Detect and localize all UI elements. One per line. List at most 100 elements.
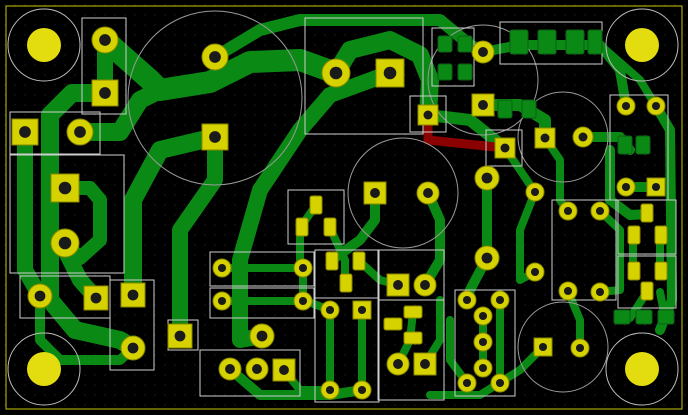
pad <box>533 337 553 357</box>
smd-pad <box>654 261 668 281</box>
smd-pad <box>635 309 653 325</box>
pad <box>320 380 340 400</box>
pad <box>413 273 437 297</box>
pad <box>293 258 313 278</box>
pad <box>525 182 545 202</box>
pad <box>474 165 500 191</box>
pad <box>352 300 372 320</box>
pad <box>120 282 146 308</box>
smd-pads <box>295 29 675 345</box>
smd-pad <box>640 203 654 223</box>
smd-pad <box>309 195 323 215</box>
smd-pad <box>565 29 585 55</box>
smd-pad <box>635 135 651 155</box>
pad <box>590 201 610 221</box>
pad <box>212 258 232 278</box>
pad <box>386 273 410 297</box>
pad <box>473 332 493 352</box>
pad <box>272 358 296 382</box>
smd-pad <box>457 63 473 81</box>
pad <box>646 96 666 116</box>
pad <box>201 123 229 151</box>
pad <box>525 262 545 282</box>
pad <box>91 26 119 54</box>
pad <box>471 93 495 117</box>
pad <box>386 352 410 376</box>
smd-pad <box>537 29 557 55</box>
pad <box>66 118 94 146</box>
pad <box>352 380 372 400</box>
mounting-holes <box>27 28 659 386</box>
smd-pad <box>457 35 473 53</box>
pad <box>570 338 590 358</box>
through-hole-pads <box>11 26 666 400</box>
pad <box>473 306 493 326</box>
pad <box>413 352 437 376</box>
pad <box>558 281 578 301</box>
pad <box>320 300 340 320</box>
pad <box>457 373 477 393</box>
smd-pad <box>295 217 309 237</box>
smd-pad <box>509 29 529 55</box>
pad <box>490 290 510 310</box>
smd-pad <box>325 251 339 271</box>
smd-pad <box>640 281 654 301</box>
pad <box>27 283 53 309</box>
pad <box>616 177 636 197</box>
pad <box>572 126 594 148</box>
pad <box>490 373 510 393</box>
pad <box>50 228 80 258</box>
smd-pad <box>437 63 453 81</box>
pad <box>321 58 351 88</box>
smd-pad <box>383 317 403 331</box>
pad <box>218 357 242 381</box>
pad <box>474 245 500 271</box>
smd-pad <box>521 99 537 119</box>
pad <box>471 40 495 64</box>
pad <box>212 291 232 311</box>
pad <box>494 137 516 159</box>
pad <box>473 358 493 378</box>
pad <box>245 357 269 381</box>
pad <box>417 104 439 126</box>
pad <box>375 58 405 88</box>
smd-pad <box>497 99 513 119</box>
pad <box>416 181 440 205</box>
smd-pad <box>339 273 353 293</box>
smd-pad <box>657 309 675 325</box>
mounting-hole-top-left <box>27 28 61 62</box>
pad <box>120 335 146 361</box>
smd-pad <box>352 251 366 271</box>
smd-pad <box>323 217 337 237</box>
pad <box>167 323 193 349</box>
smd-pad <box>617 135 633 155</box>
pad <box>590 282 610 302</box>
pad <box>201 43 229 71</box>
smd-pad <box>627 261 641 281</box>
pad <box>249 323 275 349</box>
smd-pad <box>613 309 631 325</box>
pad <box>50 173 80 203</box>
pad <box>363 181 387 205</box>
mounting-hole-top-right <box>625 28 659 62</box>
pad <box>83 285 109 311</box>
pad <box>534 127 556 149</box>
pad <box>616 96 636 116</box>
board-edge-outline <box>5 5 683 410</box>
mounting-hole-bottom-right <box>625 352 659 386</box>
pad <box>91 79 119 107</box>
smd-pad <box>403 331 423 345</box>
smd-pad <box>654 225 668 245</box>
smd-pad <box>403 305 423 319</box>
pad <box>293 291 313 311</box>
silkscreen <box>7 8 679 406</box>
pad <box>11 118 39 146</box>
smd-pad <box>587 29 603 55</box>
pad <box>457 290 477 310</box>
smd-pad <box>437 35 453 53</box>
pad <box>558 201 578 221</box>
pad <box>646 177 666 197</box>
mounting-hole-bottom-left <box>27 352 61 386</box>
smd-pad <box>627 225 641 245</box>
